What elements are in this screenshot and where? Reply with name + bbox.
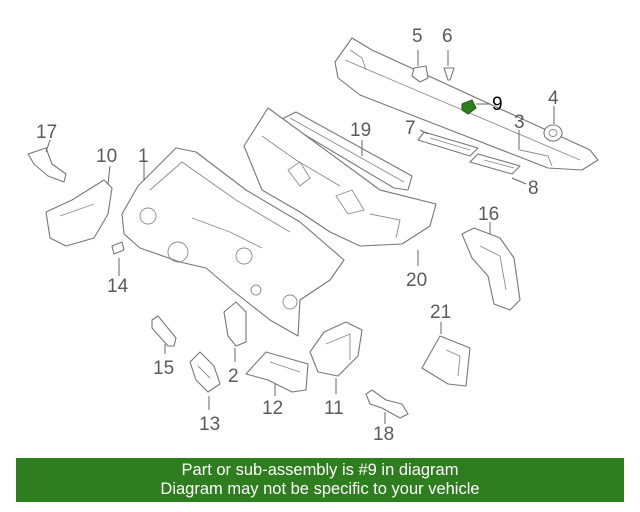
- callout-12: 12: [262, 398, 283, 419]
- part-17-bracket: [27, 147, 67, 183]
- callout-14: 14: [107, 276, 129, 297]
- part-19-seal-strip: [279, 111, 413, 191]
- part-2-bracket: [223, 301, 247, 347]
- part-10-bracket: [45, 179, 113, 247]
- callout-13: 13: [199, 414, 220, 435]
- part-12-bracket: [245, 351, 309, 393]
- part-1-dash-panel: [121, 147, 345, 337]
- callout-20: 20: [406, 270, 427, 291]
- callout-labels: 1 2 3 4 5 6 7 8 9 10 11 12 13 14 15 16 1…: [36, 26, 559, 445]
- callout-21: 21: [430, 302, 451, 323]
- part-9-clip: [461, 99, 477, 115]
- banner-line-disclaimer: Diagram may not be specific to your vehi…: [160, 480, 480, 498]
- callout-15: 15: [153, 358, 174, 379]
- part-5-clip: [411, 65, 429, 83]
- callout-18: 18: [373, 424, 394, 445]
- callout-2: 2: [228, 366, 239, 387]
- callout-7: 7: [405, 118, 416, 139]
- callout-11: 11: [324, 398, 344, 419]
- banner-line-part-number: Part or sub-assembly is #9 in diagram: [181, 461, 459, 479]
- callout-8: 8: [528, 178, 539, 199]
- part-16-bracket: [461, 227, 521, 311]
- part-11-bracket: [309, 321, 363, 377]
- part-7-grille: [417, 131, 479, 157]
- part-8-grille: [469, 153, 521, 175]
- part-15-bracket: [151, 315, 177, 347]
- callout-16: 16: [478, 204, 499, 225]
- part-6-screw: [443, 67, 455, 81]
- callout-4: 4: [548, 88, 559, 109]
- leader-lines: [45, 50, 555, 424]
- part-20-plenum-panel: [243, 107, 437, 247]
- exploded-parts-diagram: 1 2 3 4 5 6 7 8 9 10 11 12 13 14 15 16 1…: [27, 26, 599, 445]
- callout-3: 3: [514, 112, 525, 133]
- callout-5: 5: [412, 26, 423, 47]
- callout-10: 10: [96, 146, 117, 167]
- part-4-grommet: [543, 124, 563, 142]
- callout-17: 17: [36, 122, 57, 143]
- part-18-bracket: [365, 389, 409, 419]
- part-13-bracket: [189, 351, 221, 393]
- callout-9: 9: [492, 94, 503, 115]
- callout-6: 6: [442, 26, 453, 47]
- callout-19: 19: [350, 120, 371, 141]
- callout-1: 1: [138, 146, 149, 167]
- part-21-shield: [421, 335, 471, 387]
- vehicle-fit-banner: Part or sub-assembly is #9 in diagram Di…: [16, 458, 624, 502]
- part-14-clip: [111, 241, 125, 255]
